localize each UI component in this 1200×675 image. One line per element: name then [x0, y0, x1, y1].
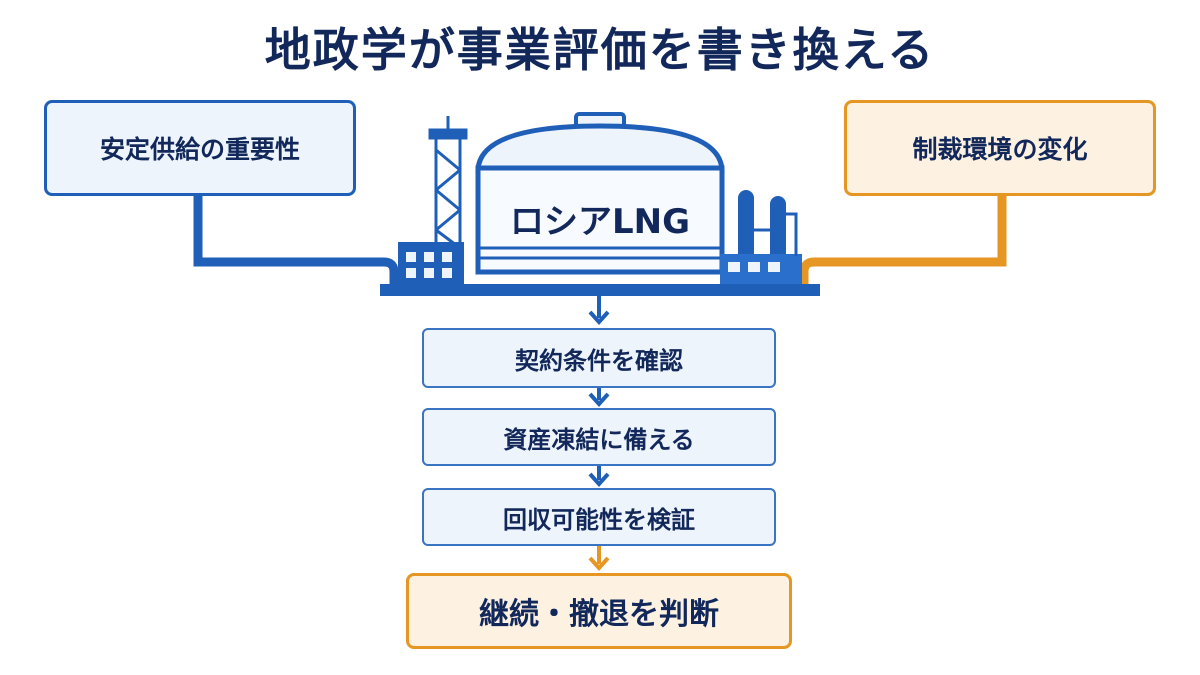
final-decision-label: 継続・撤退を判断: [479, 597, 719, 632]
step-label-2: 資産凍結に備える: [503, 425, 695, 454]
derrick-icon: [428, 116, 468, 250]
step-box-1: 契約条件を確認: [422, 328, 776, 388]
processing-unit-icon: [720, 190, 802, 286]
building-icon: [398, 242, 464, 284]
arrow-to-step-3-icon: [588, 466, 610, 487]
sanctions-change-box: 制裁環境の変化: [844, 100, 1156, 196]
facility-label: ロシアLNG: [509, 201, 691, 242]
step-box-2: 資産凍結に備える: [422, 408, 776, 466]
arrow-to-step-2-icon: [588, 388, 610, 407]
ground-platform: [380, 284, 820, 296]
step-label-3: 回収可能性を検証: [503, 505, 695, 534]
page-title: 地政学が事業評価を書き換える: [264, 23, 936, 77]
lng-tank-icon: [475, 112, 725, 275]
sanctions-change-label: 制裁環境の変化: [912, 135, 1088, 164]
arrow-to-final-icon: [588, 546, 610, 571]
left-connector-line: [193, 196, 399, 284]
arrow-to-step-1-icon: [588, 296, 610, 325]
final-decision-box: 継続・撤退を判断: [406, 573, 792, 649]
right-connector-line: [799, 196, 1007, 284]
stable-supply-label: 安定供給の重要性: [99, 135, 300, 164]
stable-supply-box: 安定供給の重要性: [44, 100, 356, 196]
step-box-3: 回収可能性を検証: [422, 488, 776, 546]
step-label-1: 契約条件を確認: [515, 346, 683, 375]
